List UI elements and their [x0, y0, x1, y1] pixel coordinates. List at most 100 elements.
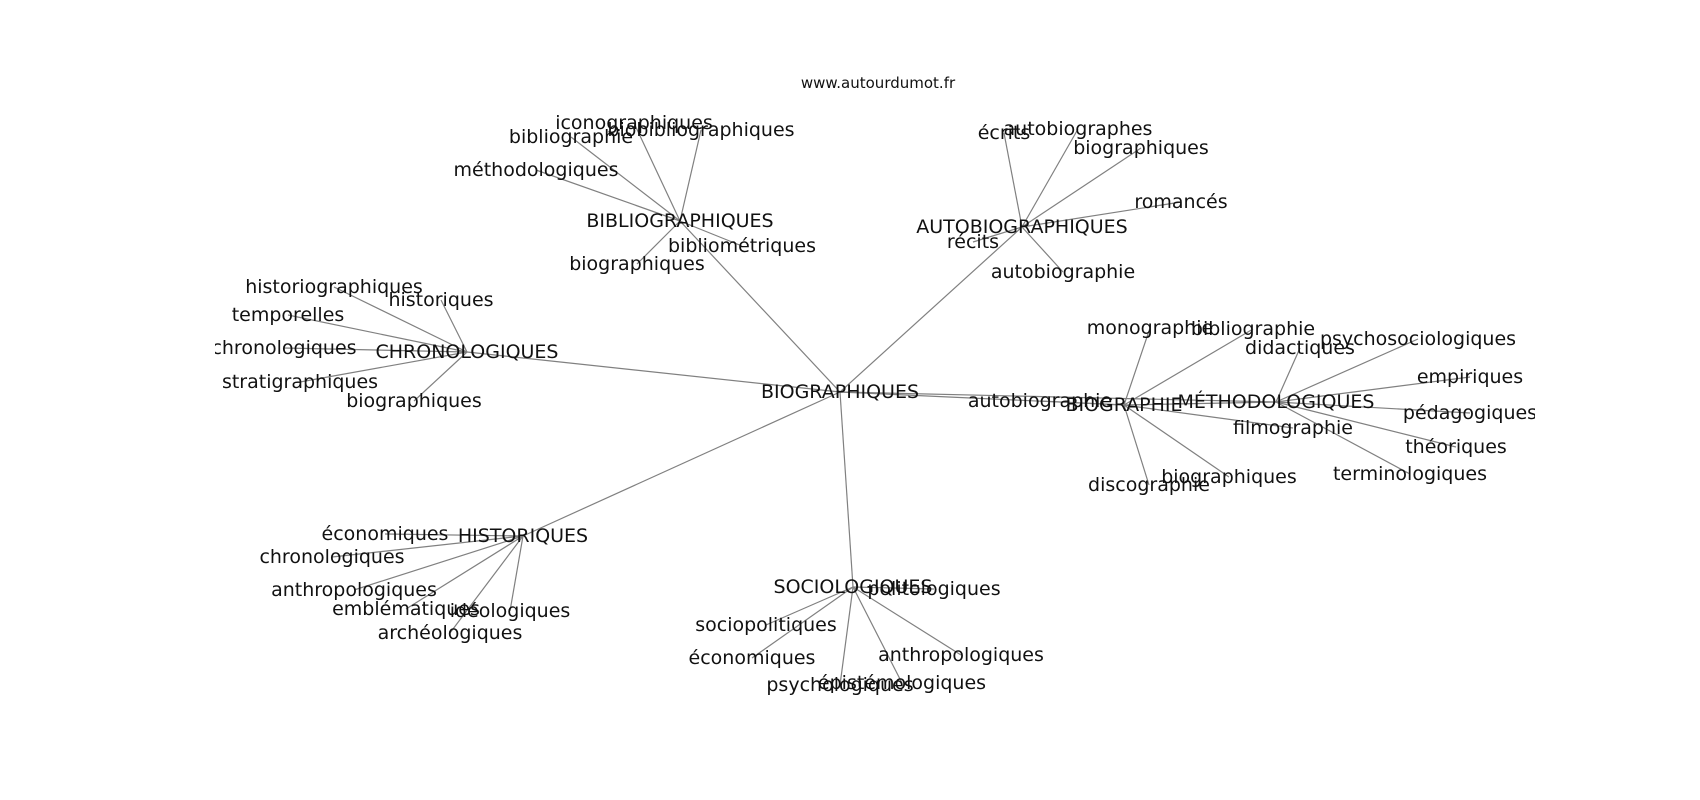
node-leaf-met-terminologiques: terminologiques — [1333, 463, 1487, 485]
node-leaf-soc-economiques: économiques — [689, 647, 816, 669]
node-leaf-bib-iconographiques: iconographiques — [555, 112, 713, 134]
edge-autobiographiques-aut-autobiographie — [1021, 226, 1064, 273]
edge-autobiographiques-aut-biographiques — [1021, 147, 1142, 228]
node-leaf-bio-monographie: monographie — [1087, 317, 1213, 339]
node-leaf-aut-biographiques: biographiques — [1073, 137, 1209, 159]
edge-biographie-bio-filmographie — [1123, 404, 1294, 429]
edge-chronologiques-chr-temporelles — [287, 314, 468, 353]
edge-methodologiques-met-pedagogiques — [1275, 401, 1471, 414]
edge-biographie-methodologiques — [1123, 401, 1277, 406]
node-leaf-chr-chronologiques: chronologiques — [211, 337, 356, 359]
node-hub-sociologiques: SOCIOLOGIQUES — [774, 576, 933, 598]
edge-methodologiques-met-theoriques — [1275, 401, 1457, 448]
edge-biographie-bio-autobiographie — [1039, 400, 1125, 406]
node-leaf-met-pedagogiques: pédagogiques — [1403, 402, 1537, 424]
node-leaf-chr-historiographiques: historiographiques — [245, 276, 423, 298]
node-leaf-chr-temporelles: temporelles — [232, 304, 345, 326]
edge-autobiographiques-aut-recits — [972, 226, 1023, 243]
edge-center-bibliographiques — [679, 220, 841, 393]
edge-historiques-his-economiques — [384, 533, 524, 537]
node-leaf-bib-bibliographie: bibliographie — [509, 126, 633, 148]
edge-sociologiques-soc-epistemologiques — [852, 586, 903, 684]
node-leaf-met-psychosociologiques: psychosociologiques — [1320, 328, 1516, 350]
edge-historiques-his-anthropologiques — [353, 535, 524, 591]
source-url: www.autourdumot.fr — [801, 74, 956, 92]
node-leaf-his-anthropologiques: anthropologiques — [271, 579, 437, 601]
node-hub-historiques: HISTORIQUES — [458, 525, 588, 547]
edge-bibliographiques-bib-biographiques — [636, 220, 681, 265]
node-leaf-aut-autobiographes: autobiographes — [1004, 118, 1153, 140]
node-leaf-aut-autobiographie: autobiographie — [991, 261, 1135, 283]
node-leaf-aut-recits: récits — [947, 231, 999, 253]
node-center-biographiques: BIOGRAPHIQUES — [761, 381, 919, 403]
edge-bibliographiques-bib-methodologiques — [535, 169, 681, 222]
node-leaf-met-theoriques: théoriques — [1405, 436, 1507, 458]
edge-bibliographiques-bib-iconographiques — [633, 122, 681, 222]
edge-bibliographiques-bib-bibliographie — [570, 136, 681, 222]
node-leaf-his-chronologiques: chronologiques — [259, 546, 404, 568]
edge-layer — [283, 122, 1471, 686]
node-leaf-bio-autobiographie: autobiographie — [968, 390, 1112, 412]
node-leaf-his-ideologiques: idéologiques — [450, 600, 571, 622]
edge-chronologiques-chr-historiques — [440, 299, 468, 353]
node-hub-chronologiques: CHRONOLOGIQUES — [376, 341, 559, 363]
edge-sociologiques-soc-economiques — [751, 586, 854, 659]
node-leaf-chr-biographiques: biographiques — [346, 390, 482, 412]
node-leaf-soc-politologiques: politologiques — [867, 578, 1000, 600]
node-leaf-soc-sociopolitiques: sociopolitiques — [695, 614, 837, 636]
node-leaf-bib-bibliometriques: bibliométriques — [668, 235, 816, 257]
label-layer: BIOGRAPHIQUES BIBLIOGRAPHIQUES iconographi… — [211, 112, 1537, 696]
edge-historiques-his-chronologiques — [331, 535, 524, 558]
edge-center-autobiographiques — [839, 226, 1023, 393]
edge-methodologiques-met-terminologiques — [1275, 401, 1411, 475]
node-leaf-bio-discographie: discographie — [1088, 474, 1210, 496]
node-leaf-bib-methodologiques: méthodologiques — [454, 159, 619, 181]
edge-historiques-his-ideologiques — [509, 535, 524, 612]
node-leaf-soc-psychologiques: psychologiques — [766, 674, 913, 696]
node-leaf-his-economiques: économiques — [322, 523, 449, 545]
edge-biographie-bio-biographiques — [1123, 404, 1230, 478]
node-leaf-his-archeologiques: archéologiques — [378, 622, 523, 644]
node-leaf-bib-biobibliographiques: biobibliographiques — [607, 119, 794, 141]
edge-biographie-bio-monographie — [1123, 327, 1151, 406]
edge-center-methodologiques — [839, 391, 1277, 403]
edge-center-sociologiques — [839, 391, 854, 588]
node-leaf-aut-ecrits: écrits — [978, 122, 1031, 144]
node-hub-biographie: BIOGRAPHIE — [1065, 394, 1182, 416]
edge-center-historiques — [522, 391, 841, 537]
node-leaf-bio-biographiques: biographiques — [1161, 466, 1297, 488]
node-leaf-soc-anthropologiques: anthropologiques — [878, 644, 1044, 666]
edge-chronologiques-chr-historiographiques — [333, 286, 468, 353]
node-leaf-soc-epistemologiques: épistémologiques — [818, 672, 986, 694]
edge-sociologiques-soc-sociopolitiques — [765, 586, 854, 626]
node-leaf-bib-biographiques: biographiques — [569, 253, 705, 275]
node-leaf-chr-stratigraphiques: stratigraphiques — [222, 371, 378, 393]
edge-historiques-his-emblematiques — [405, 535, 524, 610]
edge-bibliographiques-bib-biobibliographiques — [679, 129, 702, 222]
node-leaf-met-empiriques: empiriques — [1417, 366, 1523, 388]
edge-autobiographiques-aut-ecrits — [1003, 132, 1023, 228]
edge-autobiographiques-aut-romances — [1021, 201, 1182, 228]
edge-chronologiques-chr-biographiques — [413, 351, 468, 402]
node-leaf-aut-romances: romancés — [1134, 191, 1227, 213]
edge-biographie-bio-discographie — [1123, 404, 1150, 486]
edge-bibliographiques-bib-bibliometriques — [679, 220, 743, 247]
edge-autobiographiques-aut-autobiographes — [1021, 128, 1079, 228]
edge-methodologiques-met-didactiques — [1275, 347, 1301, 403]
edge-chronologiques-chr-stratigraphiques — [299, 351, 468, 383]
node-leaf-his-emblematiques: emblématiques — [332, 598, 480, 620]
edge-methodologiques-met-psychosociologiques — [1275, 338, 1419, 403]
edge-biographie-bio-bibliographie — [1123, 328, 1254, 406]
node-hub-bibliographiques: BIBLIOGRAPHIQUES — [586, 210, 773, 232]
node-hub-methodologiques: MÉTHODOLOGIQUES — [1178, 390, 1375, 413]
edge-sociologiques-soc-anthropologiques — [852, 586, 962, 656]
edge-sociologiques-soc-psychologiques — [839, 586, 854, 686]
edge-sociologiques-soc-politologiques — [852, 586, 935, 590]
node-leaf-bio-filmographie: filmographie — [1233, 417, 1353, 439]
node-leaf-chr-historiques: historiques — [388, 289, 493, 311]
node-leaf-met-didactiques: didactiques — [1245, 337, 1355, 359]
edge-historiques-his-archeologiques — [449, 535, 524, 634]
node-hub-autobiographiques: AUTOBIOGRAPHIQUES — [916, 216, 1128, 238]
node-leaf-bio-bibliographie: bibliographie — [1191, 318, 1315, 340]
